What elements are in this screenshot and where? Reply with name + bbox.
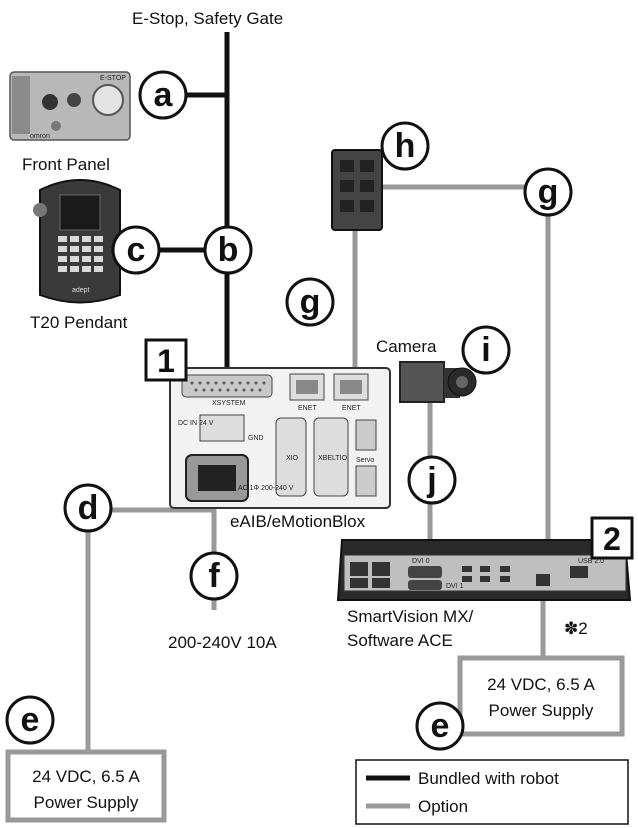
svg-text:g: g xyxy=(300,283,321,321)
servo-label: Servo xyxy=(356,457,374,464)
front-panel-device: omron E-STOP xyxy=(10,72,130,140)
callout-j: j xyxy=(409,457,455,503)
callout-c: c xyxy=(113,227,159,273)
dcin-label: DC IN 24 V xyxy=(178,420,214,427)
front-panel-label: Front Panel xyxy=(22,155,110,174)
callout-e-left: e xyxy=(7,697,53,743)
note-marker: ✽2 xyxy=(564,619,588,638)
svg-text:a: a xyxy=(154,76,174,114)
xbelt-label: XBELTIO xyxy=(318,455,348,462)
estop-label: E-Stop, Safety Gate xyxy=(132,9,283,28)
callout-f: f xyxy=(191,553,237,599)
psu-right-box xyxy=(460,658,622,734)
pc-dvi0-label: DVI 0 xyxy=(412,558,430,565)
svg-text:h: h xyxy=(395,127,416,165)
pendant-brand: adept xyxy=(72,287,90,294)
svg-text:i: i xyxy=(481,331,490,369)
svg-text:g: g xyxy=(538,173,559,211)
t20-pendant-device: adept xyxy=(33,180,120,303)
eaib-label: eAIB/eMotionBlox xyxy=(230,512,366,531)
smartvision-label-line2: Software ACE xyxy=(347,631,453,650)
front-panel-brand: omron xyxy=(30,133,50,140)
smartvision-pc-device: DVI 0 DVI 1 USB 2.0 xyxy=(338,540,630,600)
callout-h: h xyxy=(382,123,428,169)
power-input-label: 200-240V 10A xyxy=(168,633,277,652)
psu-left-line1: 24 VDC, 6.5 A xyxy=(32,767,140,786)
psu-right-line1: 24 VDC, 6.5 A xyxy=(487,675,595,694)
t20-pendant-label: T20 Pendant xyxy=(30,313,128,332)
callout-a: a xyxy=(140,72,186,118)
callout-e-right: e xyxy=(417,703,463,749)
callout-b: b xyxy=(205,227,251,273)
svg-text:b: b xyxy=(218,231,239,269)
callout-g-top: g xyxy=(525,169,571,215)
enet1-label: ENET xyxy=(298,405,317,412)
xsystem-label: XSYSTEM xyxy=(212,400,246,407)
number-1: 1 xyxy=(157,343,175,379)
svg-text:j: j xyxy=(426,461,436,499)
callout-i: i xyxy=(463,327,509,373)
svg-text:e: e xyxy=(431,707,450,745)
legend-bundled-label: Bundled with robot xyxy=(418,769,559,788)
camera-device xyxy=(400,362,476,402)
gnd-label: GND xyxy=(248,435,264,442)
number-2: 2 xyxy=(603,521,621,557)
front-panel-estop-label: E-STOP xyxy=(100,75,126,82)
camera-label: Camera xyxy=(376,337,437,356)
callout-d: d xyxy=(65,485,111,531)
enet2-label: ENET xyxy=(342,405,361,412)
ac-label: AC 1Φ 200-240 V xyxy=(238,485,294,492)
smartvision-label-line1: SmartVision MX/ xyxy=(347,607,474,626)
legend-option-label: Option xyxy=(418,797,468,816)
eaib-device: XSYSTEM ENET ENET XIO XBELTIO Servo DC I… xyxy=(170,368,390,508)
svg-text:c: c xyxy=(127,231,146,269)
psu-left-line2: Power Supply xyxy=(34,793,139,812)
callout-g-mid: g xyxy=(287,279,333,325)
legend: Bundled with robot Option xyxy=(356,760,628,824)
svg-text:e: e xyxy=(21,701,40,739)
svg-text:f: f xyxy=(208,557,220,595)
network-switch-device xyxy=(332,150,382,230)
pc-dvi1-label: DVI 1 xyxy=(446,583,464,590)
psu-right-line2: Power Supply xyxy=(489,701,594,720)
xio-label: XIO xyxy=(286,455,299,462)
svg-text:d: d xyxy=(78,489,99,527)
